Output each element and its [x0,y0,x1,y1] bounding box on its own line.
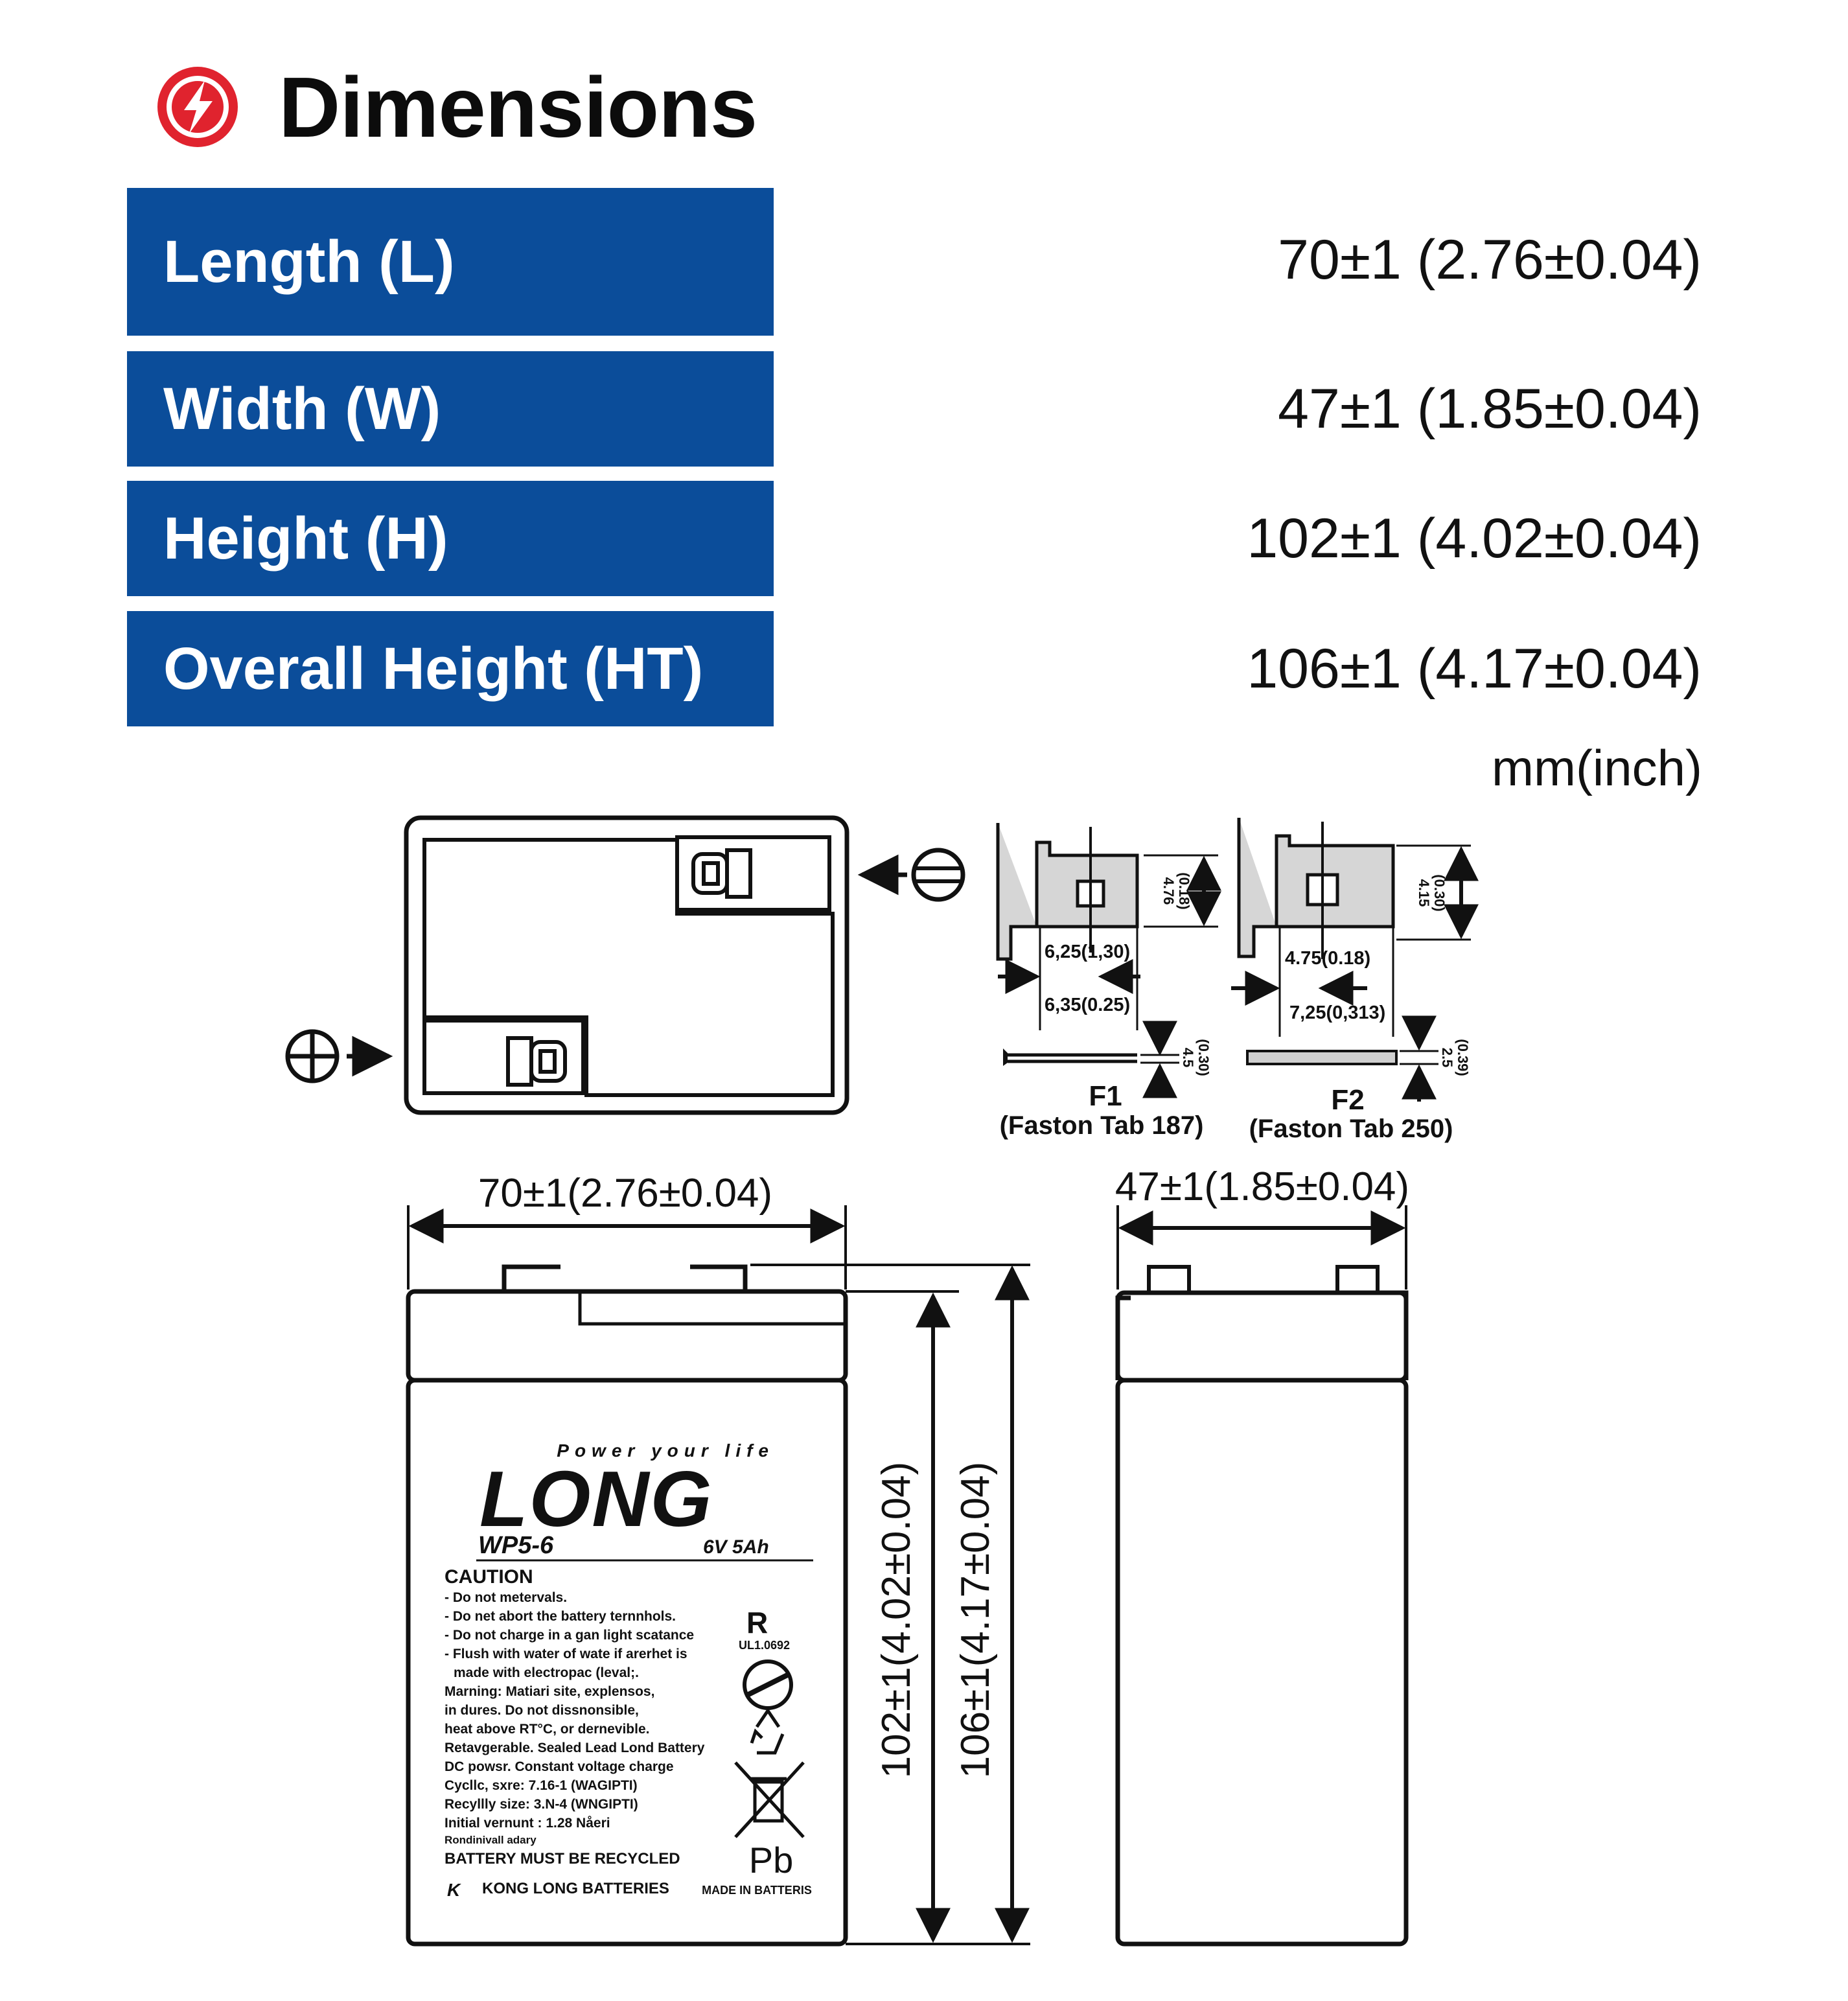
dimension-label-box: Height (H) [127,481,774,596]
overall-height-label: 106±1(4.17±0.04) [953,1462,998,1779]
f2-height-b: (0.30) [1431,874,1448,911]
recycle-note: BATTERY MUST BE RECYCLED [445,1850,680,1868]
front-view: 70±1(2.76±0.04) 102±1(4.02±0.04) 106±1(4… [406,1171,1030,1947]
terminal-f1-detail: 6,25(1,30) 6,35(0.25) 4.76 (0.18) 4.5 (0… [996,823,1221,1140]
f1-width-top: 6,25(1,30) [1045,942,1130,962]
page-title: Dimensions [279,59,757,155]
caution-line: Recyllly size: 3.N-4 (WNGIPTI) [445,1797,638,1812]
dimension-value: 102±1 (4.02±0.04) [1247,507,1702,570]
made-in-note: MADE IN BATTERIS [702,1884,812,1897]
terminal-f2-detail: 4.75(0.18) 7,25(0,313) 4.15 (0.30) 2.5 (… [1231,818,1479,1143]
maker-name: KONG LONG BATTERIES [482,1880,669,1897]
battery-model: WP5-6 [478,1532,554,1559]
caution-line: Retavgerable. Sealed Lead Lond Battery [445,1741,705,1755]
caution-title: CAUTION [445,1566,533,1588]
dimension-row-height: Height (H) 102±1 (4.02±0.04) [127,481,1702,596]
dimension-label: Height (H) [163,505,448,572]
ul-number: UL1.0692 [739,1639,790,1652]
lead-symbol: Pb [749,1840,794,1880]
terminal-top-positive [506,1036,567,1087]
caution-line: Rondinivall adary [445,1834,537,1846]
unit-note: mm(inch) [1492,739,1702,796]
minus-icon [857,848,965,902]
caution-line: - Do not charge in a gan light scatance [445,1628,694,1643]
caution-line: - Flush with water of wate if arerhet is [445,1647,687,1661]
dimension-label: Width (W) [163,375,441,442]
caution-line: - Do net abort the battery ternnhols. [445,1609,676,1624]
dimension-row-width: Width (W) 47±1 (1.85±0.04) [127,351,1702,467]
battery-rating: 6V 5Ah [703,1536,769,1558]
front-width-label: 70±1(2.76±0.04) [478,1171,772,1216]
dimension-value: 47±1 (1.85±0.04) [1278,378,1702,440]
f2-thick-b: (0.39) [1455,1039,1471,1076]
caution-line: made with electropac (leval;. [454,1665,639,1680]
height-label: 102±1(4.02±0.04) [874,1462,919,1779]
f1-height-b: (0.18) [1176,872,1192,909]
side-width-label: 47±1(1.85±0.04) [1115,1164,1409,1209]
f2-thick-a: 2.5 [1439,1048,1455,1068]
f1-height-a: 4.76 [1161,877,1177,905]
f1-thick-a: 4.5 [1180,1048,1196,1068]
side-view: 47±1(1.85±0.04) [1115,1164,1409,1947]
f1-thick-b: (0.30) [1195,1039,1212,1076]
caution-line: Cycllc, sxre: 7.16-1 (WAGIPTI) [445,1778,638,1793]
caution-line: DC powsr. Constant voltage charge [445,1759,674,1774]
caution-line: heat above RT°C, or dernevible. [445,1722,649,1737]
terminal-top-negative [691,848,752,899]
dimension-row-overall-height: Overall Height (HT) 106±1 (4.17±0.04) [127,611,1702,726]
lightning-bolt-icon [157,67,238,147]
f2-width-top: 4.75(0.18) [1285,948,1370,969]
ul-mark-icon: R [746,1606,768,1639]
f2-width-bottom: 7,25(0,313) [1289,1002,1385,1023]
caution-line: Initial vernunt : 1.28 Nåeri [445,1816,610,1831]
plus-icon [285,1029,393,1083]
caution-line: in dures. Do not dissnonsible, [445,1703,639,1718]
dimension-value: 70±1 (2.76±0.04) [1278,229,1702,291]
brand-logo: LONG [479,1455,713,1543]
dimension-label-box: Length (L) [127,188,774,336]
f1-width-bottom: 6,35(0.25) [1045,995,1130,1015]
dimension-row-length: Length (L) 70±1 (2.76±0.04) [127,188,1702,336]
brand-slogan: Power your life [557,1440,774,1461]
title-block: Dimensions [156,60,757,155]
caution-line: Marning: Matiari site, explensos, [445,1684,654,1699]
dimension-label-box: Overall Height (HT) [127,611,774,726]
battery-label: Power your life LONG WP5-6 6V 5Ah CAUTIO… [445,1440,813,1900]
caution-line: - Do not metervals. [445,1590,567,1605]
dimension-label: Overall Height (HT) [163,635,704,702]
top-view [404,815,849,1115]
f1-name: F1 [1089,1080,1122,1112]
recycle-icon [750,1707,785,1755]
f2-height-a: 4.15 [1416,879,1432,907]
crossed-bin-icon [734,1761,805,1838]
f1-caption: (Faston Tab 187) [1000,1111,1204,1140]
f2-name: F2 [1331,1084,1364,1116]
dimension-label: Length (L) [163,228,455,295]
dimension-value: 106±1 (4.17±0.04) [1247,638,1702,700]
f2-caption: (Faston Tab 250) [1249,1115,1453,1143]
maker-logo-icon: K [447,1880,461,1900]
dimension-label-box: Width (W) [127,351,774,467]
